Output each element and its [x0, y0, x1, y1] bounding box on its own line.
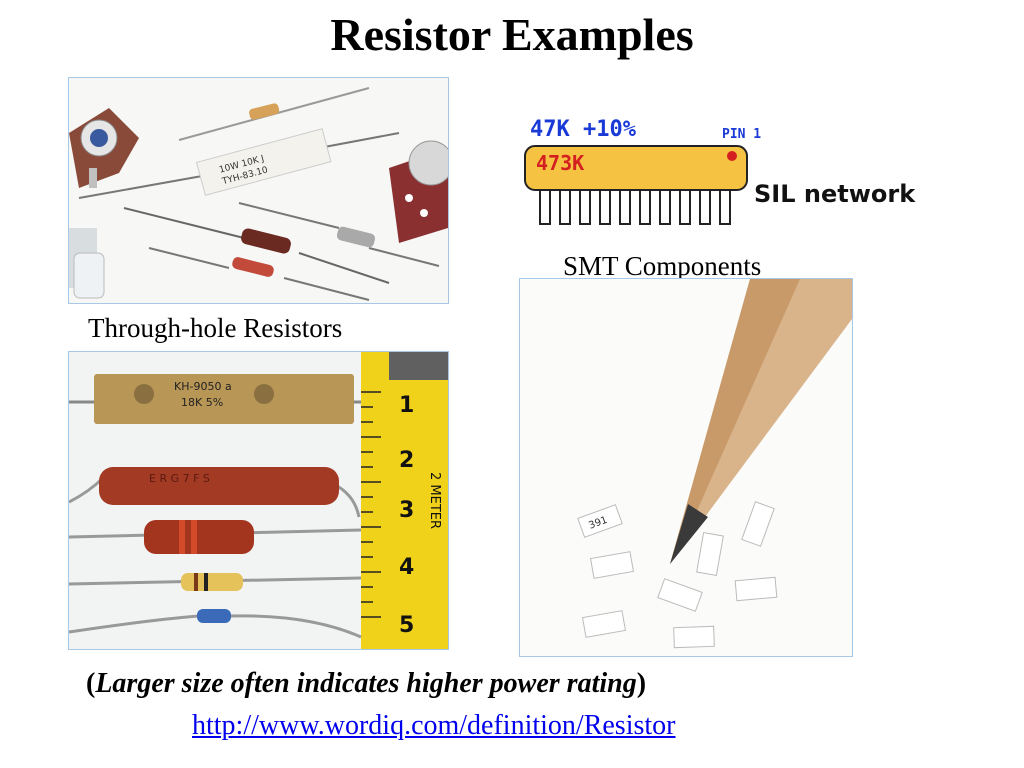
smt-components-photo: 391 — [519, 278, 853, 657]
ruler-number-4: 4 — [399, 555, 414, 580]
source-link[interactable]: http://www.wordiq.com/definition/Resisto… — [192, 710, 676, 741]
sil-value-label: 47K +10% — [530, 117, 637, 142]
power-resistor-value: 18K 5% — [181, 396, 223, 409]
power-resistor-marking: KH-9050 a — [174, 380, 232, 393]
ruler-number-2: 2 — [399, 448, 414, 473]
note-open-paren: ( — [86, 668, 96, 699]
sil-network-label: SIL network — [754, 180, 916, 208]
smt-components-label: SMT Components — [563, 251, 762, 281]
ruler-number-5: 5 — [399, 613, 414, 638]
sil-body-marking: 473K — [536, 151, 584, 175]
note-italic-text: Larger size often indicates higher power… — [95, 668, 637, 699]
sil-pins — [539, 189, 731, 225]
ruler-number-3: 3 — [399, 498, 414, 523]
potentiometer-right — [389, 140, 448, 243]
through-hole-resistors-photo: 10W 10K J TYH-83.10 — [68, 77, 449, 304]
ruler-number-1: 1 — [399, 393, 414, 418]
resistors-ruler-photo: 1 2 3 4 5 2 METER KH-9050 a 18K 5% E R G… — [68, 351, 449, 650]
ruler-label: 2 METER — [427, 472, 442, 529]
sil-network-diagram: 47K +10% PIN 1 473K SIL network — [522, 112, 932, 232]
sil-pin-label: PIN 1 — [722, 127, 761, 142]
note-close-paren: ) — [636, 668, 647, 699]
potentiometer-left — [69, 108, 139, 188]
sil-body — [524, 145, 748, 191]
pin1-dot — [727, 151, 737, 161]
slide-title: Resistor Examples — [330, 9, 694, 60]
power-rating-note: (Larger size often indicates higher powe… — [86, 668, 646, 700]
through-hole-label: Through-hole Resistors — [88, 313, 343, 343]
red-resistor-marking: E R G 7 F S — [149, 472, 210, 485]
